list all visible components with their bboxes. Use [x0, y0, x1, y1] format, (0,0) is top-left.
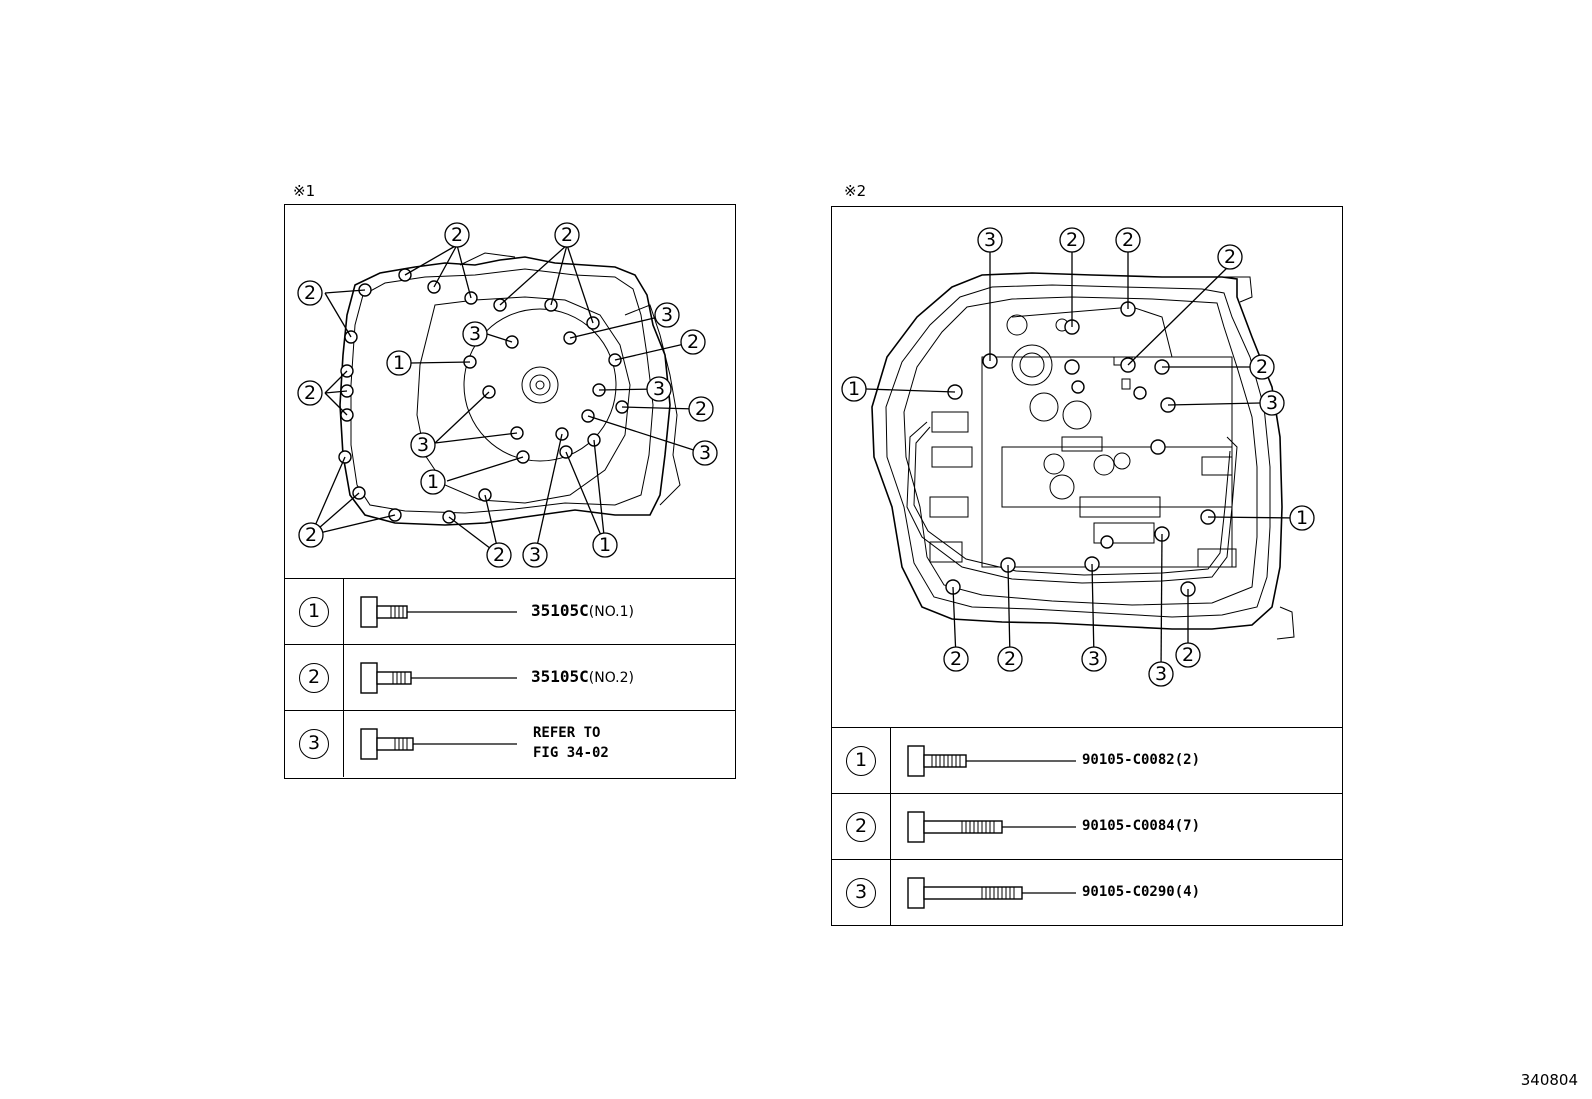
table-row: 1 35105C(NO.1) — [285, 579, 735, 645]
bolt-icon — [907, 811, 1076, 843]
panel-1-mark: ※1 — [293, 182, 316, 200]
svg-text:1: 1 — [848, 378, 860, 400]
svg-text:2: 2 — [1004, 648, 1016, 670]
svg-text:3: 3 — [699, 442, 711, 464]
part-number: 90105-C0082(2) — [1082, 752, 1201, 768]
bolt-icon — [360, 728, 517, 760]
callout-3: 3 — [654, 302, 680, 328]
callout-1: 1 — [420, 469, 446, 495]
table-row: 1 90105-C0082(2) — [832, 728, 1342, 794]
callout-2: 2 — [997, 646, 1023, 672]
callout-3: 3 — [1148, 661, 1174, 687]
svg-text:3: 3 — [653, 378, 665, 400]
svg-text:3: 3 — [529, 544, 541, 566]
svg-text:2: 2 — [1256, 356, 1268, 378]
table-row: 2 35105C(NO.2) — [285, 645, 735, 711]
callout-2: 2 — [1217, 244, 1243, 270]
bolt-icon — [360, 596, 517, 628]
bolt-icon — [360, 662, 517, 694]
svg-text:2: 2 — [304, 282, 316, 304]
item-number-2: 2 — [846, 812, 876, 842]
table-row: 2 90105-C0084(7) — [832, 794, 1342, 860]
svg-text:1: 1 — [1296, 507, 1308, 529]
svg-text:2: 2 — [1224, 246, 1236, 268]
part-number: 90105-C0084(7) — [1082, 818, 1201, 834]
part-number: 35105C(NO.2) — [531, 667, 635, 686]
item-number-1: 1 — [299, 597, 329, 627]
svg-text:1: 1 — [427, 471, 439, 493]
callout-1: 1 — [592, 532, 618, 558]
callout-group: 2 2 2 2 2 2 1 3 3 2 3 2 3 3 1 3 1 — [297, 222, 718, 568]
callout-2: 2 — [298, 522, 324, 548]
svg-text:3: 3 — [661, 304, 673, 326]
item-number-1: 1 — [846, 746, 876, 776]
svg-text:2: 2 — [304, 382, 316, 404]
callout-group: 3 2 2 2 1 2 3 1 2 2 3 3 2 — [841, 227, 1315, 687]
item-number-3: 3 — [846, 878, 876, 908]
svg-text:2: 2 — [561, 224, 573, 246]
callout-1: 1 — [1289, 505, 1315, 531]
callout-3: 3 — [692, 440, 718, 466]
callout-3: 3 — [1081, 646, 1107, 672]
callout-3: 3 — [462, 321, 488, 347]
svg-text:1: 1 — [599, 534, 611, 556]
svg-text:3: 3 — [1088, 648, 1100, 670]
callout-3: 3 — [522, 542, 548, 568]
valve-body-drawing: 3 2 2 2 1 2 3 1 2 2 3 3 2 — [841, 227, 1315, 687]
part-number: 35105C(NO.1) — [531, 601, 635, 620]
callout-2: 2 — [486, 542, 512, 568]
svg-text:1: 1 — [393, 352, 405, 374]
callout-3: 3 — [977, 227, 1003, 253]
bolt-table-2: 1 90105-C0082(2) 2 90105-C0084(7) 3 — [832, 727, 1342, 926]
panel-1: 2 2 2 2 2 2 1 3 3 2 3 2 3 3 1 3 1 1 — [284, 204, 736, 779]
figure-code: 340804 — [1520, 1071, 1578, 1089]
case-cover-drawing: 2 2 2 2 2 2 1 3 3 2 3 2 3 3 1 3 1 — [297, 222, 718, 568]
svg-text:2: 2 — [1182, 644, 1194, 666]
svg-text:3: 3 — [417, 434, 429, 456]
svg-text:3: 3 — [984, 229, 996, 251]
svg-text:3: 3 — [469, 323, 481, 345]
callout-2: 2 — [680, 329, 706, 355]
svg-text:2: 2 — [687, 331, 699, 353]
panel-2: 3 2 2 2 1 2 3 1 2 2 3 3 2 1 90105-C0082(… — [831, 206, 1343, 926]
callout-2: 2 — [1059, 227, 1085, 253]
callout-2: 2 — [1175, 642, 1201, 668]
table-row: 3 90105-C0290(4) — [832, 860, 1342, 926]
svg-text:2: 2 — [695, 398, 707, 420]
callout-2: 2 — [297, 380, 323, 406]
callout-1: 1 — [841, 376, 867, 402]
svg-text:2: 2 — [1122, 229, 1134, 251]
svg-text:3: 3 — [1266, 392, 1278, 414]
callout-2: 2 — [1249, 354, 1275, 380]
callout-3: 3 — [1259, 390, 1285, 416]
bolt-icon — [907, 745, 1076, 777]
svg-text:3: 3 — [1155, 663, 1167, 685]
item-number-3: 3 — [299, 729, 329, 759]
callout-2: 2 — [688, 396, 714, 422]
callout-1: 1 — [386, 350, 412, 376]
part-number: 90105-C0290(4) — [1082, 884, 1201, 900]
callout-3: 3 — [410, 432, 436, 458]
svg-text:2: 2 — [950, 648, 962, 670]
svg-text:2: 2 — [451, 224, 463, 246]
panel-2-mark: ※2 — [844, 182, 867, 200]
callout-2: 2 — [943, 646, 969, 672]
svg-text:2: 2 — [305, 524, 317, 546]
callout-3: 3 — [646, 376, 672, 402]
item-number-2: 2 — [299, 663, 329, 693]
svg-text:2: 2 — [1066, 229, 1078, 251]
callout-2: 2 — [297, 280, 323, 306]
svg-text:2: 2 — [493, 544, 505, 566]
callout-2: 2 — [1115, 227, 1141, 253]
bolt-table-1: 1 35105C(NO.1) 2 35105C(NO.2) 3 — [285, 578, 735, 777]
bolt-icon — [907, 877, 1076, 909]
callout-2: 2 — [554, 222, 580, 248]
callout-2: 2 — [444, 222, 470, 248]
